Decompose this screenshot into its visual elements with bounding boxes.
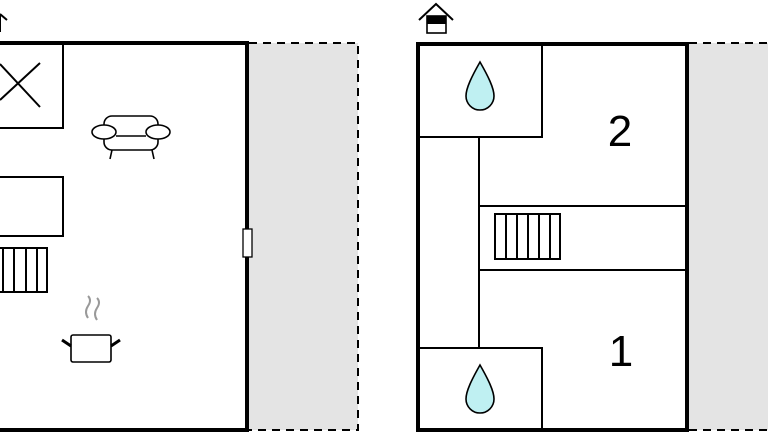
door-icon	[242, 228, 253, 258]
stairs-icon	[494, 213, 561, 260]
armchair-icon	[91, 115, 171, 160]
upper-floor-plan: 2 1	[416, 2, 768, 432]
water-drop-icon	[465, 363, 495, 414]
house-upper-floor-icon	[418, 2, 454, 34]
room-label-2: 2	[608, 107, 632, 156]
bathroom-top-wall	[418, 44, 543, 138]
cooking-pot-icon	[61, 295, 121, 363]
stair-hall-walls	[479, 205, 687, 271]
ground-floor-plan	[0, 13, 359, 432]
floor-arrow-icon	[0, 13, 8, 32]
counter-box	[0, 176, 64, 237]
cross-box-icon	[0, 42, 64, 129]
outer-wall-left	[0, 41, 249, 432]
outdoor-area-right	[689, 43, 768, 430]
outdoor-area-border-left	[249, 42, 359, 431]
outer-wall-right	[416, 42, 689, 432]
outdoor-area-left	[249, 43, 358, 430]
room-label-1: 1	[609, 327, 633, 376]
water-drop-icon	[465, 60, 495, 111]
bathroom-bottom-wall	[418, 347, 543, 430]
stairs-icon	[0, 247, 48, 293]
